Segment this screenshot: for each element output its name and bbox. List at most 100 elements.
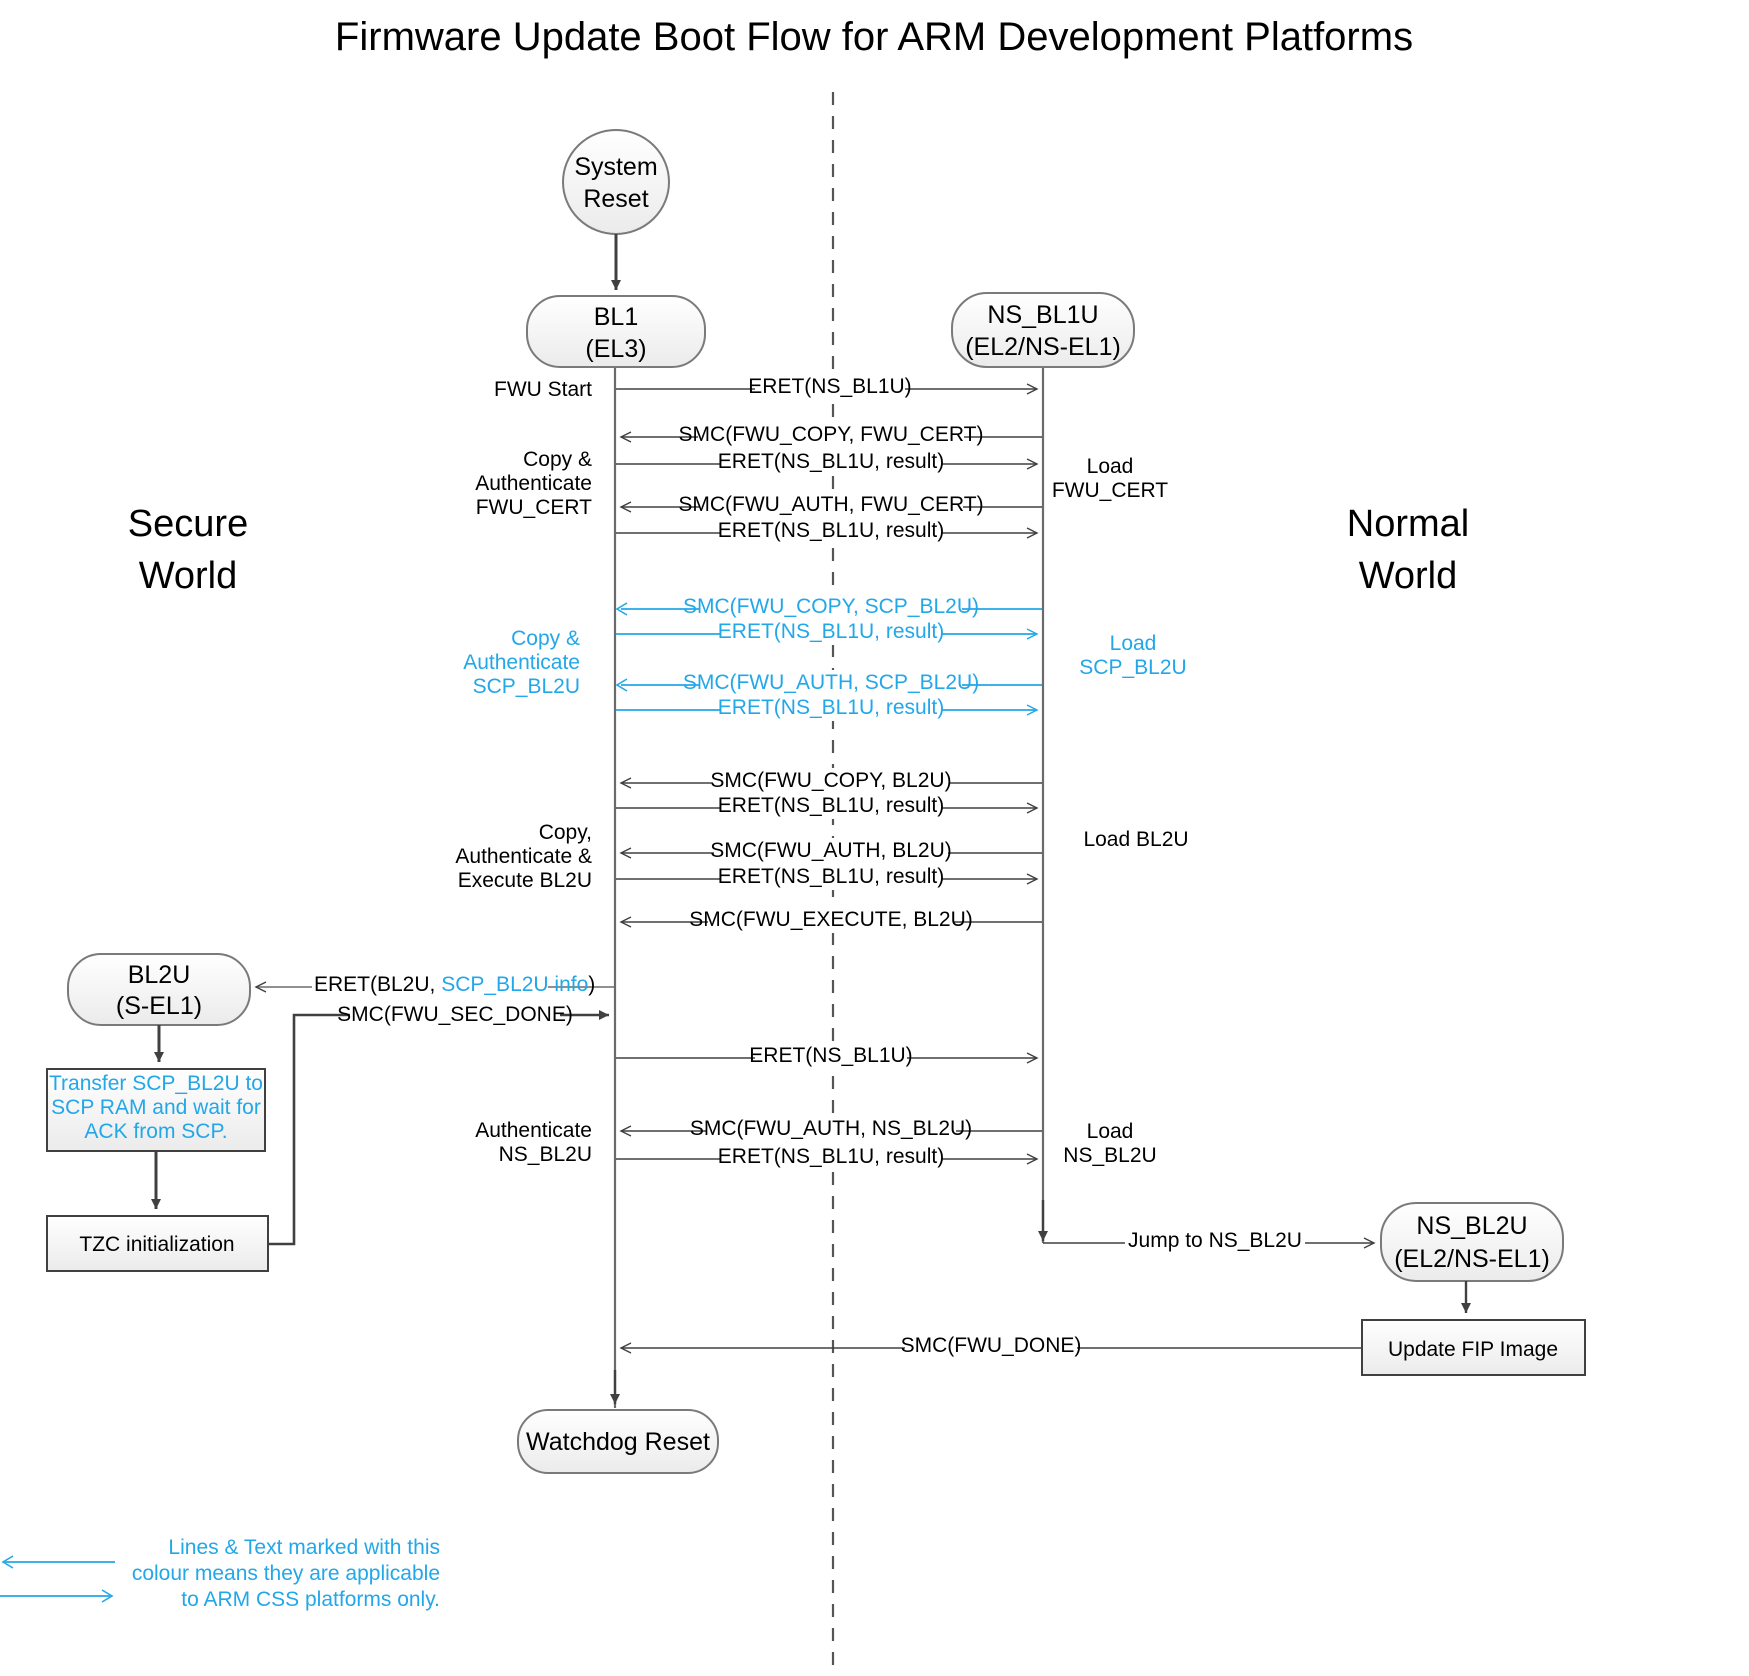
rlabel-nsbl2u-line2: NS_BL2U	[1063, 1144, 1156, 1167]
side-label-copy-auth-exec-bl2u: Copy, Authenticate & Execute BL2U	[455, 821, 592, 892]
rlabel-scp-line1: Load	[1110, 632, 1157, 655]
node-ns-bl1u-line2: (EL2/NS-EL1)	[965, 333, 1121, 361]
box-transfer-scp-bl2u[interactable]	[46, 1068, 266, 1152]
message-m6-label: SMC(FWU_COPY, SCP_BL2U)	[683, 595, 979, 618]
side-label-cert-line3: FWU_CERT	[476, 496, 592, 519]
message-m8-label: SMC(FWU_AUTH, SCP_BL2U)	[683, 671, 979, 694]
legend-text-line1: Lines & Text marked with this	[168, 1536, 440, 1559]
message-smc-fwu-sec-done: SMC(FWU_SEC_DONE)	[268, 1001, 609, 1246]
message-smc-fwu-done: SMC(FWU_DONE)	[619, 1333, 1362, 1359]
secure-world-label-line1: Secure	[128, 503, 248, 545]
box-transfer-line3: ACK from SCP.	[84, 1120, 227, 1143]
side-label-scp-line1: Copy &	[511, 627, 580, 650]
node-bl2u-line2: (S-EL1)	[116, 992, 202, 1020]
side-label-bl2u-line1: Copy,	[539, 821, 592, 844]
side-label-nsbl2u-line1: Authenticate	[475, 1119, 592, 1142]
message-m11-label: ERET(NS_BL1U, result)	[718, 794, 944, 817]
message-m11: ERET(NS_BL1U, result)	[616, 793, 1039, 819]
message-m2: SMC(FWU_COPY, FWU_CERT)	[619, 422, 1042, 448]
node-bl2u-line1: BL2U	[128, 961, 191, 989]
node-ns-bl1u-line1: NS_BL1U	[987, 301, 1098, 329]
node-ns-bl1u[interactable]	[951, 292, 1135, 368]
node-ns-bl2u-line1: NS_BL2U	[1416, 1212, 1527, 1240]
svg-text:ERET(BL2U, SCP_BL2U info): ERET(BL2U, SCP_BL2U info)	[314, 973, 595, 996]
box-transfer-line2: SCP RAM and wait for	[51, 1096, 261, 1119]
rlabel-nsbl2u-line1: Load	[1087, 1120, 1134, 1143]
side-label-fwu-start: FWU Start	[494, 378, 592, 401]
eret-bl2u-suffix: )	[588, 973, 595, 996]
legend: Lines & Text marked with this Lines & Te…	[0, 1536, 440, 1611]
message-m9: ERET(NS_BL1U, result)	[616, 695, 1039, 721]
side-label-fwu-start-line1: FWU Start	[494, 378, 592, 401]
message-m17: ERET(NS_BL1U)	[616, 1043, 1039, 1069]
normal-world-label-line2: World	[1359, 555, 1458, 597]
message-m3-label: ERET(NS_BL1U, result)	[718, 450, 944, 473]
box-transfer-line1: Transfer SCP_BL2U to	[49, 1072, 263, 1095]
message-jump-ns-bl2u: Jump to NS_BL2U	[1043, 1228, 1376, 1254]
message-m4-label: SMC(FWU_AUTH, FWU_CERT)	[678, 493, 983, 516]
message-m18: SMC(FWU_AUTH, NS_BL2U)	[619, 1116, 1042, 1142]
node-bl1[interactable]	[526, 295, 706, 368]
side-label-load-scp-bl2u: Load SCP_BL2U	[1079, 632, 1186, 679]
node-ns-bl2u-line2: (EL2/NS-EL1)	[1394, 1245, 1550, 1273]
message-m4: SMC(FWU_AUTH, FWU_CERT)	[619, 492, 1042, 518]
node-bl1-line2: (EL3)	[585, 335, 646, 363]
node-watchdog-reset-label: Watchdog Reset	[526, 1428, 710, 1456]
node-ns-bl2u[interactable]	[1380, 1202, 1564, 1282]
side-label-load-fwu-cert: Load FWU_CERT	[1052, 455, 1168, 502]
jump-ns-bl2u-label: Jump to NS_BL2U	[1128, 1229, 1302, 1252]
node-watchdog-reset[interactable]	[517, 1409, 719, 1474]
message-m7-label: ERET(NS_BL1U, result)	[718, 620, 944, 643]
side-label-bl2u-line2: Authenticate &	[455, 845, 592, 868]
side-label-load-ns-bl2u: Load NS_BL2U	[1063, 1120, 1156, 1167]
node-bl1-line1: BL1	[594, 303, 638, 331]
message-m19: ERET(NS_BL1U, result)	[616, 1144, 1039, 1170]
eret-bl2u-cyan: SCP_BL2U info	[441, 973, 588, 996]
message-m14: SMC(FWU_EXECUTE, BL2U)	[619, 907, 1042, 933]
message-m1: ERET(NS_BL1U)	[616, 374, 1039, 400]
message-m12: SMC(FWU_AUTH, BL2U)	[619, 838, 1042, 864]
legend-text-line3: to ARM CSS platforms only.	[181, 1588, 440, 1611]
message-m1-label: ERET(NS_BL1U)	[748, 375, 911, 398]
message-m19-label: ERET(NS_BL1U, result)	[718, 1145, 944, 1168]
rlabel-bl2u-line1: Load BL2U	[1083, 828, 1188, 851]
message-m18-label: SMC(FWU_AUTH, NS_BL2U)	[690, 1117, 972, 1140]
message-m7: ERET(NS_BL1U, result)	[616, 619, 1039, 645]
side-label-cert-line1: Copy &	[523, 448, 592, 471]
side-label-copy-auth-scp: Copy & Authenticate SCP_BL2U	[463, 627, 580, 698]
rlabel-cert-line1: Load	[1087, 455, 1134, 478]
legend-text-line2: colour means they are applicable	[132, 1562, 440, 1585]
node-system-reset-line2: Reset	[583, 185, 648, 213]
box-update-fip-image[interactable]	[1361, 1319, 1586, 1376]
box-tzc-label: TZC initialization	[79, 1233, 234, 1256]
eret-bl2u-prefix: ERET(BL2U,	[314, 973, 441, 996]
message-m3: ERET(NS_BL1U, result)	[616, 449, 1039, 475]
side-label-scp-line3: SCP_BL2U	[473, 675, 580, 698]
message-m13-label: ERET(NS_BL1U, result)	[718, 865, 944, 888]
message-m12-label: SMC(FWU_AUTH, BL2U)	[710, 839, 952, 862]
page-title: Firmware Update Boot Flow for ARM Develo…	[335, 15, 1413, 59]
normal-world-label-line1: Normal	[1347, 503, 1469, 545]
smc-fwu-sec-done-label: SMC(FWU_SEC_DONE)	[337, 1003, 573, 1026]
message-m10-label: SMC(FWU_COPY, BL2U)	[710, 769, 951, 792]
side-label-cert-line2: Authenticate	[475, 472, 592, 495]
message-m14-label: SMC(FWU_EXECUTE, BL2U)	[689, 908, 973, 931]
message-m5: ERET(NS_BL1U, result)	[616, 518, 1039, 544]
side-label-load-bl2u: Load BL2U	[1083, 828, 1188, 851]
message-m2-label: SMC(FWU_COPY, FWU_CERT)	[679, 423, 984, 446]
node-system-reset[interactable]	[562, 129, 670, 235]
side-label-bl2u-line3: Execute BL2U	[458, 869, 592, 892]
message-m17-label: ERET(NS_BL1U)	[749, 1044, 912, 1067]
message-m13: ERET(NS_BL1U, result)	[616, 864, 1039, 890]
message-m5-label: ERET(NS_BL1U, result)	[718, 519, 944, 542]
side-label-copy-auth-cert: Copy & Authenticate FWU_CERT	[475, 448, 592, 519]
box-tzc-initialization[interactable]	[46, 1215, 269, 1272]
side-label-scp-line2: Authenticate	[463, 651, 580, 674]
message-m9-label: ERET(NS_BL1U, result)	[718, 696, 944, 719]
secure-world-label-line2: World	[139, 555, 238, 597]
message-m10: SMC(FWU_COPY, BL2U)	[619, 768, 1042, 794]
side-label-nsbl2u-line2: NS_BL2U	[499, 1143, 592, 1166]
message-eret-bl2u: ERET(BL2U, SCP_BL2U info)	[254, 972, 615, 998]
